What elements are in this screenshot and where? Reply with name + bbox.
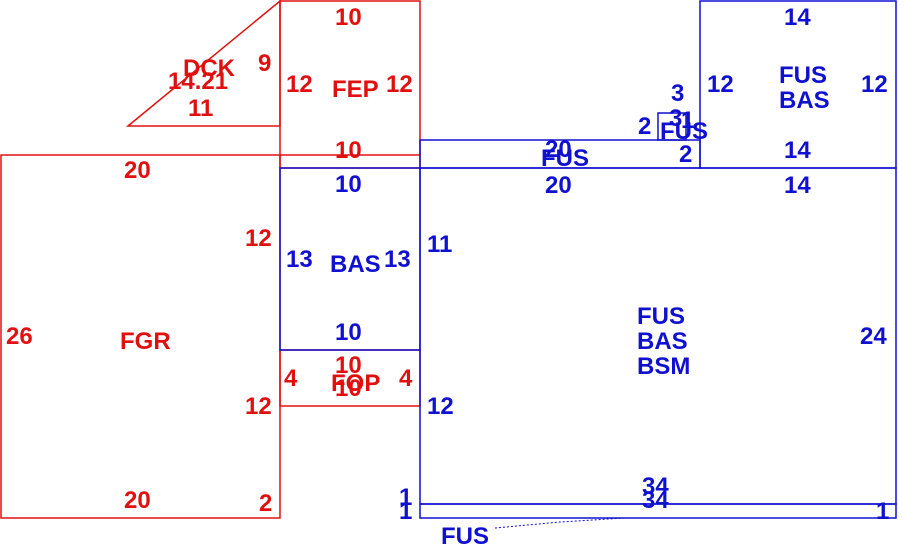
bottom-strip-outline [419, 503, 897, 519]
red-text: DCK 14.21 11 9 10 12 FEP 12 10 20 12 26 … [6, 4, 413, 517]
bas-left-dim-right: 13 [384, 246, 411, 273]
strip-dim-right: 1 [876, 498, 889, 525]
fus-box-dim-bottom: 2 [679, 141, 692, 168]
blue-text: 10 13 BAS 13 10 20 FUS 20 3 3 1 2 FUS 2 … [286, 4, 889, 546]
fgr-dim-bottom: 20 [124, 487, 151, 514]
fep-label: FEP [332, 76, 379, 103]
main-dim-left-upper: 11 [427, 231, 452, 258]
main-dim-bottom: 34 [642, 473, 669, 500]
bas-left-dim-bottom: 10 [335, 319, 362, 346]
fus-top-label: FUS [541, 145, 589, 172]
upper-right-label-2: BAS [779, 87, 830, 114]
strip-dim-left-upper: 1 [399, 484, 412, 511]
bas-left-dim-left: 13 [286, 246, 313, 273]
fgr-dim-corner: 2 [259, 490, 272, 517]
fep-dim-bottom: 10 [335, 137, 362, 164]
upper-right-dim-bottom: 14 [784, 137, 811, 164]
fgr-dim-left: 26 [6, 323, 33, 350]
strip-label: FUS [441, 523, 489, 546]
upper-right-dim-top: 14 [784, 4, 811, 31]
strip-dim-left-lower: 1 [399, 498, 412, 525]
main-label-3: BSM [637, 353, 690, 380]
fop-dim-left: 4 [284, 365, 298, 392]
fus-box-label: FUS [660, 118, 708, 145]
fgr-dim-top: 20 [124, 157, 151, 184]
upper-right-outline [699, 0, 897, 169]
main-label-2: BAS [637, 328, 688, 355]
fus-small-box-outline [657, 112, 687, 141]
fgr-label: FGR [120, 328, 171, 355]
fus-box-dim-left: 2 [638, 113, 651, 140]
fus-box-dim-inner: 3 [669, 105, 682, 132]
dck-label: DCK [183, 55, 236, 82]
main-label-1: FUS [637, 303, 685, 330]
fep-dim-right: 12 [386, 71, 413, 98]
fop-dim-right: 4 [399, 365, 413, 392]
upper-right-label-1: FUS [779, 62, 827, 89]
fgr-dim-lower-right: 12 [245, 393, 272, 420]
fus-top-dim-upper: 20 [545, 136, 572, 163]
fus-box-dim-inner-one: 1 [681, 107, 694, 134]
upper-right-dim-left: 12 [707, 71, 734, 98]
blue-outlines [279, 0, 897, 529]
bas-left-dim-top: 10 [335, 171, 362, 198]
fop-dim-bottom: 10 [335, 375, 362, 402]
fep-dim-left: 12 [286, 71, 313, 98]
strip-dim-top: 34 [642, 487, 669, 514]
dck-dim-side: 9 [258, 50, 271, 77]
fop-dim-top: 10 [335, 352, 362, 379]
fop-label: FOP [331, 370, 380, 397]
fep-dim-top: 10 [335, 4, 362, 31]
fus-leader-line [494, 517, 626, 529]
fus-top-dim-lower: 20 [545, 172, 572, 199]
bas-left-label: BAS [330, 251, 381, 278]
upper-right-dim-right: 12 [861, 71, 888, 98]
main-dim-top-right: 14 [784, 172, 811, 199]
main-dim-right: 24 [860, 323, 887, 350]
dck-dim-diagonal: 14.21 [168, 68, 228, 95]
main-dim-left-lower: 12 [427, 393, 454, 420]
dck-dim-bottom: 11 [188, 95, 213, 122]
fus-box-dim-top: 3 [671, 80, 684, 107]
fgr-dim-upper-right: 12 [245, 225, 272, 252]
